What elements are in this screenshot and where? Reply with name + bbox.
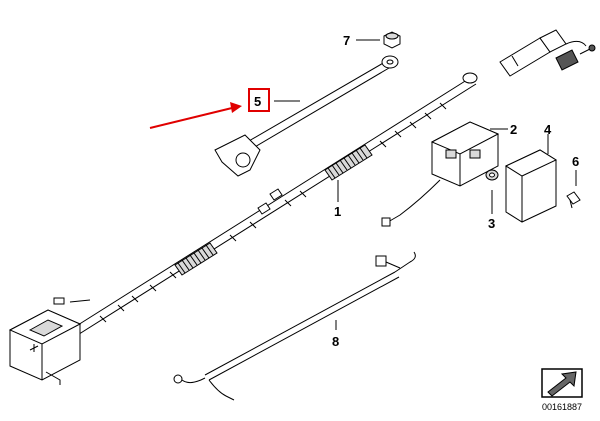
callout-2: 2: [510, 122, 517, 137]
nut-part-7: [383, 31, 401, 49]
control-module-part-2: [381, 121, 500, 227]
document-number: 00161887: [542, 402, 582, 412]
callout-4: 4: [544, 122, 552, 137]
clip-part-6: [566, 191, 581, 209]
battery-cable-main: [8, 29, 596, 385]
cover-part-4: [504, 149, 558, 223]
positive-terminal-connector: [499, 29, 596, 77]
corrugated-sleeve-upper: [324, 144, 373, 181]
wiring-harness-part-8: [173, 251, 416, 401]
arrow-corner-icon[interactable]: [541, 368, 583, 398]
clamp-lead-part-5: [214, 55, 399, 177]
corrugated-sleeve-lower: [174, 242, 218, 276]
battery-terminal-box: [8, 297, 91, 385]
callout-8: 8: [332, 334, 339, 349]
callout-5: 5: [254, 94, 261, 109]
grommet-part-3: [485, 169, 499, 181]
callout-1: 1: [334, 204, 341, 219]
callout-3: 3: [488, 216, 495, 231]
callout-7: 7: [343, 33, 350, 48]
callout-6: 6: [572, 154, 579, 169]
highlight-arrow: [149, 102, 242, 129]
leader-lines: [274, 39, 577, 330]
highlight-box: [248, 88, 270, 112]
